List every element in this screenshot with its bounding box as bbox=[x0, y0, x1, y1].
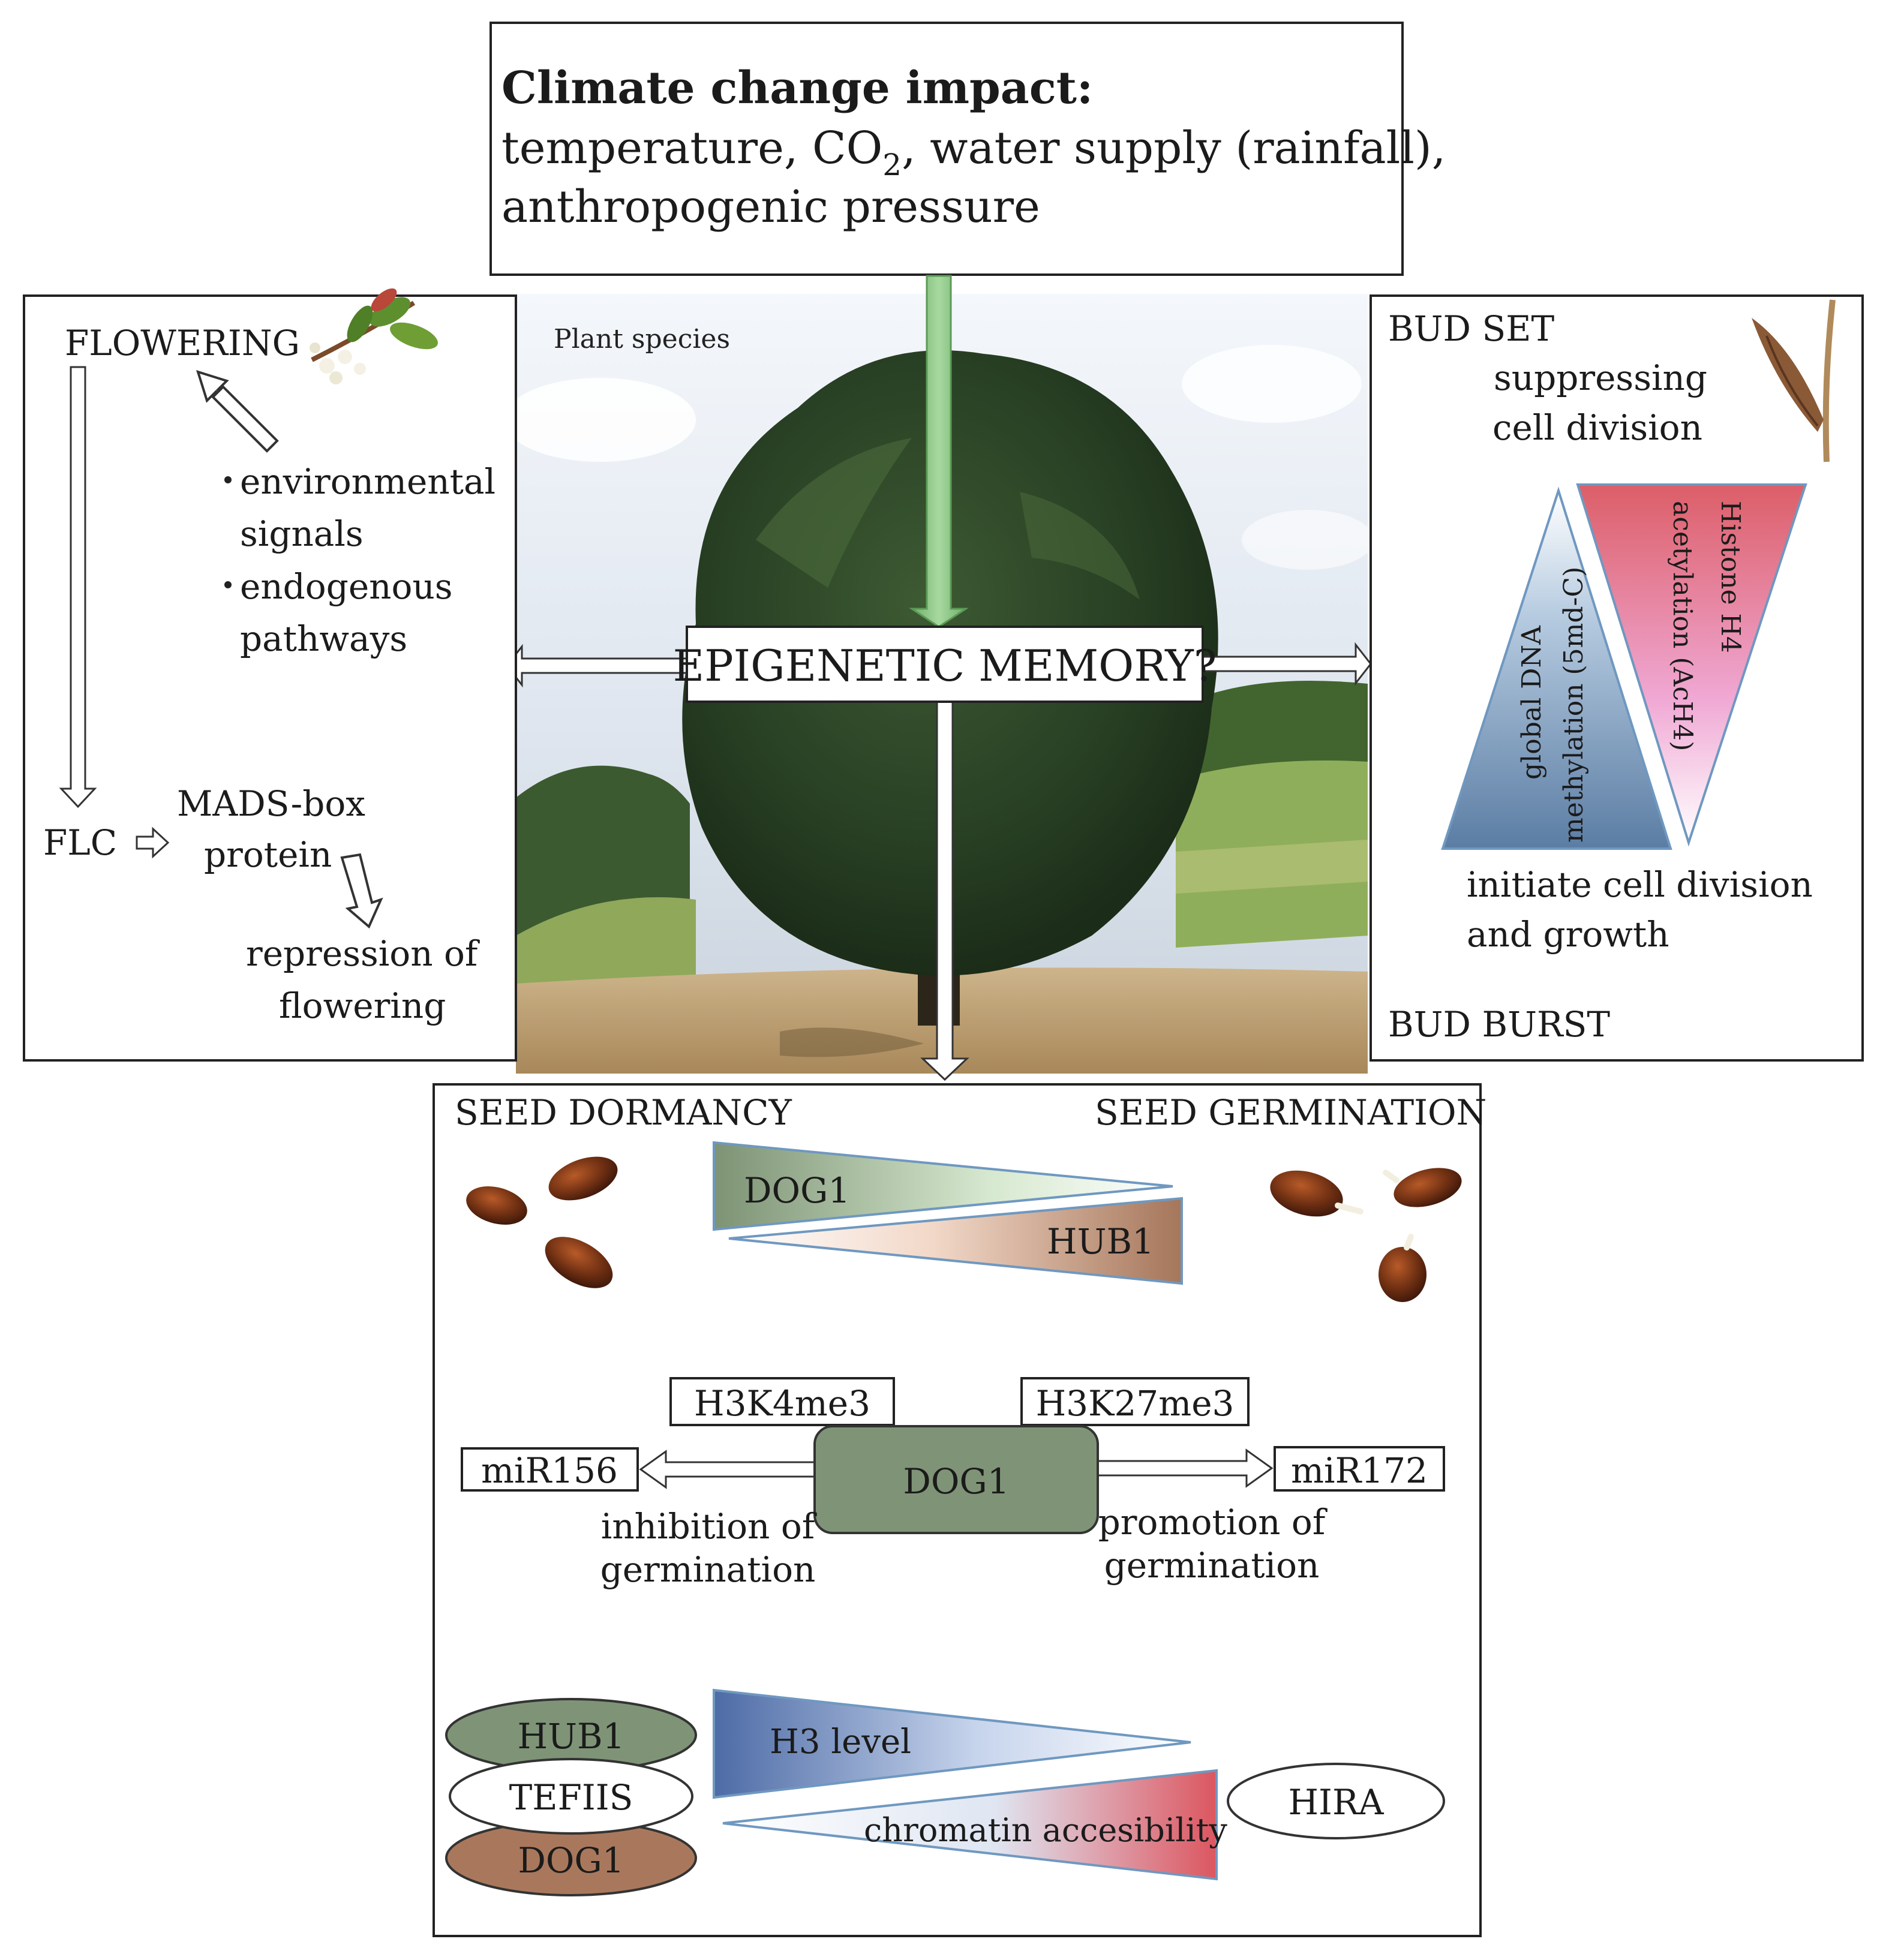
promotion-2: germination bbox=[1104, 1545, 1320, 1586]
bullet-dot bbox=[224, 476, 232, 483]
flc-label: FLC bbox=[43, 822, 117, 863]
promotion-1: promotion of bbox=[1098, 1502, 1328, 1543]
repression-2: flowering bbox=[279, 985, 446, 1026]
dna-label-1: global DNA bbox=[1516, 625, 1547, 780]
seed-germination-title: SEED GERMINATION bbox=[1095, 1092, 1486, 1133]
bud-burst-title: BUD BURST bbox=[1388, 1004, 1610, 1045]
inhibition-2: germination bbox=[600, 1549, 816, 1590]
mir172-label: miR172 bbox=[1291, 1450, 1428, 1491]
hub1-oval-label: HUB1 bbox=[518, 1716, 625, 1757]
endogenous-1: endogenous bbox=[240, 566, 453, 607]
dog1-center-box bbox=[813, 1425, 1099, 1534]
chromatin-label: chromatin accesibility bbox=[864, 1811, 1227, 1849]
flowering-title: FLOWERING bbox=[65, 323, 300, 363]
hub1-wedge-label: HUB1 bbox=[1047, 1221, 1154, 1262]
h3k4me3-label: H3K4me3 bbox=[694, 1383, 870, 1424]
env-signals-1: environmental bbox=[240, 461, 495, 502]
histone-label-1: Histone H4 bbox=[1715, 501, 1746, 653]
climate-line-1: temperature, CO2, water supply (rainfall… bbox=[501, 122, 1446, 182]
dna-label-2: methylation (5md-C) bbox=[1558, 567, 1589, 843]
mads-arrow bbox=[340, 853, 383, 929]
tefiis-oval-label: TEFIIS bbox=[509, 1777, 633, 1818]
flowering-box bbox=[23, 294, 517, 1062]
chromatin-wedge bbox=[722, 1769, 1218, 1881]
impact-arrow bbox=[909, 275, 969, 628]
mir156-box bbox=[461, 1447, 639, 1492]
arrow-to-bud bbox=[1202, 642, 1372, 686]
h3-level-label: H3 level bbox=[770, 1722, 911, 1761]
epigenetic-memory-label: EPIGENETIC MEMORY? bbox=[673, 641, 1217, 691]
histone-triangle bbox=[1576, 483, 1807, 847]
flowering-down-arrow bbox=[59, 366, 97, 808]
dog1-wedge bbox=[713, 1141, 1173, 1231]
dormant-seeds-icon bbox=[466, 1156, 618, 1288]
climate-title: Climate change impact: bbox=[501, 62, 1093, 114]
h3k27me3-box bbox=[1020, 1377, 1250, 1426]
inhibition-1: inhibition of bbox=[601, 1506, 817, 1547]
climate-line-2: anthropogenic pressure bbox=[501, 181, 1040, 233]
hub1-wedge bbox=[728, 1197, 1183, 1285]
mads-box-2: protein bbox=[204, 834, 332, 875]
seed-dormancy-title: SEED DORMANCY bbox=[455, 1092, 792, 1133]
hira-oval bbox=[1227, 1763, 1445, 1839]
mir156-label: miR156 bbox=[481, 1450, 618, 1491]
dog1-oval-label: DOG1 bbox=[518, 1840, 624, 1881]
initiate-1: initiate cell division bbox=[1467, 864, 1813, 905]
dna-methylation-triangle bbox=[1441, 486, 1672, 850]
epigenetic-memory-box bbox=[686, 626, 1204, 703]
bullet-dot bbox=[224, 581, 232, 588]
arrow-to-seed bbox=[920, 701, 969, 1081]
mir172-box bbox=[1274, 1446, 1445, 1492]
climate-box bbox=[489, 22, 1404, 276]
endogenous-2: pathways bbox=[240, 618, 407, 659]
bud-set-title: BUD SET bbox=[1388, 308, 1555, 349]
repression-1: repression of bbox=[246, 933, 480, 974]
hira-label: HIRA bbox=[1288, 1782, 1384, 1823]
flower-sprig-icon bbox=[310, 288, 438, 384]
histone-label-2: acetylation (AcH4) bbox=[1667, 501, 1698, 751]
arrow-to-mir172 bbox=[1097, 1448, 1274, 1488]
bud-twig-icon bbox=[1752, 299, 1836, 462]
h3-level-wedge bbox=[713, 1688, 1191, 1799]
arrow-to-mir156 bbox=[639, 1450, 817, 1489]
h3k4me3-box bbox=[669, 1377, 895, 1426]
mads-box-1: MADS-box bbox=[177, 783, 365, 824]
dog1-center-label: DOG1 bbox=[903, 1461, 1009, 1502]
h3k27me3-label: H3K27me3 bbox=[1036, 1383, 1235, 1424]
env-signals-2: signals bbox=[240, 513, 364, 554]
flc-arrow bbox=[136, 826, 170, 859]
germinating-seeds-icon bbox=[1270, 1168, 1462, 1302]
photo-caption: Plant species bbox=[554, 324, 730, 354]
tefiis-oval bbox=[449, 1758, 693, 1835]
dog1-wedge-label: DOG1 bbox=[744, 1170, 850, 1211]
suppress-2: cell division bbox=[1492, 407, 1702, 448]
suppress-1: suppressing bbox=[1494, 357, 1707, 398]
initiate-2: and growth bbox=[1467, 914, 1669, 955]
